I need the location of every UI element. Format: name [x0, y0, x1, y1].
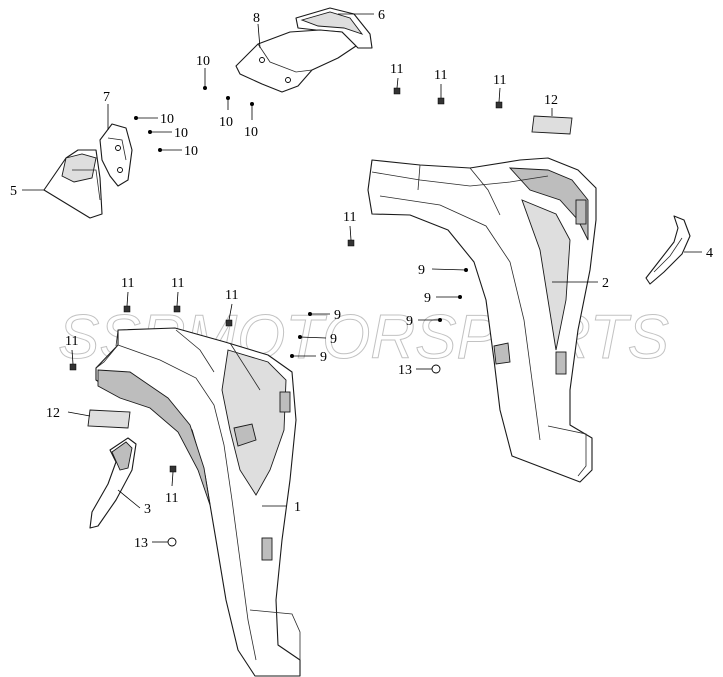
leader-lines	[22, 13, 702, 543]
callout-9: 9	[418, 263, 425, 278]
clip-11	[225, 319, 233, 327]
callout-9: 9	[334, 308, 341, 323]
part-12-label-right	[531, 115, 573, 135]
callout-9: 9	[424, 291, 431, 306]
callout-10: 10	[196, 54, 210, 69]
bolt-13	[431, 364, 441, 374]
callout-11: 11	[165, 491, 178, 506]
callout-12: 12	[544, 93, 558, 108]
callout-labels: 1 2 3 4 5 6 7 8 9 9 9 9 9 9 10 10 10 10 …	[10, 8, 713, 551]
callout-10: 10	[174, 126, 188, 141]
callout-9: 9	[406, 314, 413, 329]
part-2-right-fender	[367, 157, 597, 483]
callout-11: 11	[390, 62, 403, 77]
part-2-mount-slot-upper	[575, 199, 587, 225]
callout-6: 6	[378, 8, 385, 23]
callout-10: 10	[244, 125, 258, 140]
part-1-mount-slot-upper	[279, 391, 291, 413]
clip-11	[173, 305, 181, 313]
callout-10: 10	[219, 115, 233, 130]
callout-11: 11	[343, 210, 356, 225]
callout-7: 7	[103, 90, 110, 105]
part-3-small-guard	[89, 437, 137, 529]
callout-9: 9	[330, 332, 337, 347]
callout-2: 2	[602, 276, 609, 291]
callout-11: 11	[225, 288, 238, 303]
callout-1: 1	[294, 500, 301, 515]
clip-11	[437, 97, 445, 105]
part-1-mount-slot-lower	[261, 537, 273, 561]
callout-10: 10	[160, 112, 174, 127]
clip-11	[123, 305, 131, 313]
part-12-label-left	[87, 409, 131, 429]
callout-8: 8	[253, 11, 260, 26]
part-5-front-cover	[43, 149, 103, 219]
bolt-13	[167, 537, 177, 547]
part-6-upper-cover	[295, 7, 373, 49]
part-4-small-guard	[645, 215, 691, 285]
callout-5: 5	[10, 184, 17, 199]
clip-11	[495, 101, 503, 109]
callout-12: 12	[46, 406, 60, 421]
callout-4: 4	[706, 246, 713, 261]
part-1-left-fender	[95, 327, 301, 677]
part-2-mount-slot-lower	[555, 351, 567, 375]
callout-11: 11	[65, 334, 78, 349]
callout-9: 9	[320, 350, 327, 365]
callout-13: 13	[134, 536, 148, 551]
part-8-upper-bracket	[235, 29, 357, 93]
callout-11: 11	[434, 68, 447, 83]
callout-3: 3	[144, 502, 151, 517]
clip-11	[347, 239, 355, 247]
callout-11: 11	[493, 73, 506, 88]
callout-11: 11	[171, 276, 184, 291]
clip-11	[169, 465, 177, 473]
clip-11	[393, 87, 401, 95]
callout-11: 11	[121, 276, 134, 291]
callout-10: 10	[184, 144, 198, 159]
clip-11	[69, 363, 77, 371]
part-7-bracket	[99, 123, 133, 187]
callout-13: 13	[398, 363, 412, 378]
